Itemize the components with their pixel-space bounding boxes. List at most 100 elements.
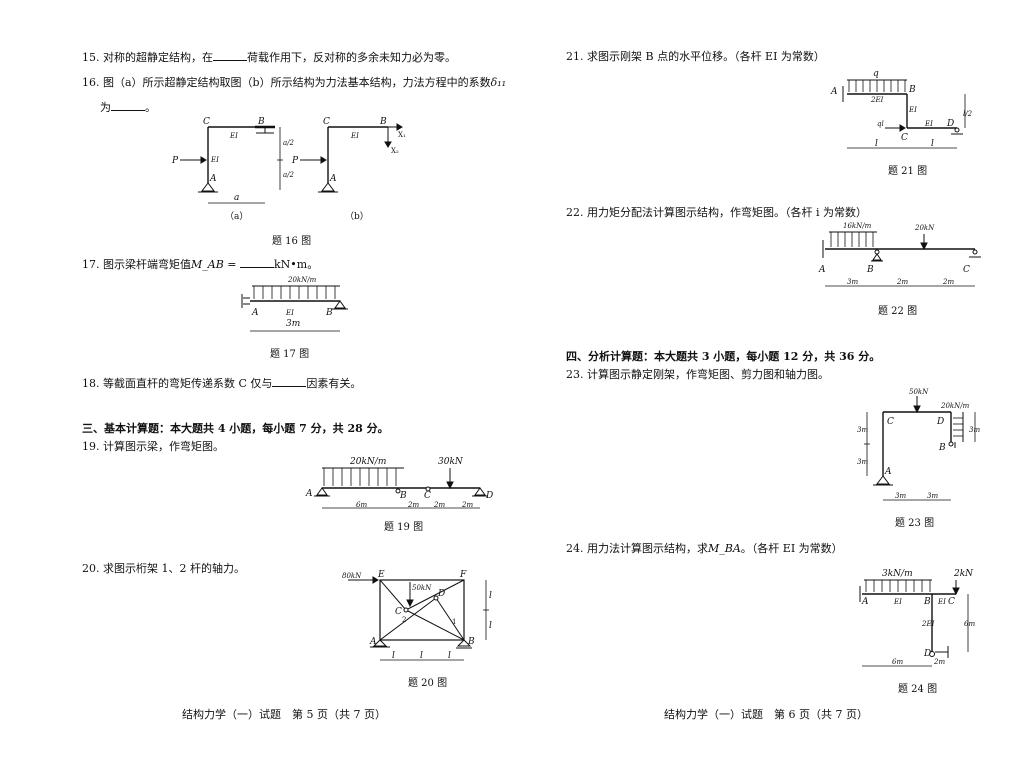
question-19: 19. 计算图示梁，作弯矩图。 — [82, 440, 224, 453]
label-b-b: B — [379, 117, 387, 127]
label-a-b: A — [329, 174, 337, 184]
label-x1: X₁ — [398, 131, 406, 139]
label-d: D — [936, 417, 944, 427]
label-a: A — [830, 87, 838, 97]
dim-l-1: l — [875, 139, 878, 149]
label-b: B — [866, 265, 874, 275]
load-ql: ql — [877, 120, 884, 128]
blank-17 — [240, 257, 275, 268]
label-c: C — [887, 417, 894, 427]
label-2ei: 2EI — [870, 96, 884, 104]
blank-15 — [213, 50, 247, 61]
label-ei-bc: EI — [937, 598, 946, 606]
dim-l-v2: l — [489, 621, 492, 631]
label-a2-bot: a/2 — [283, 171, 295, 179]
label-ei-ab: EI — [893, 598, 902, 606]
label-c: C — [963, 265, 970, 275]
dim-l-h1: l — [392, 651, 395, 661]
dim-h: 6m — [964, 620, 975, 628]
label-2ei: 2EI — [921, 620, 935, 628]
dim-w2: 3m — [927, 492, 938, 500]
caption-fig-24: 题 24 图 — [898, 684, 938, 695]
dim-w2: 2m — [933, 658, 945, 666]
label-b: B — [467, 637, 475, 647]
label-b: B — [923, 597, 931, 607]
figure-19: 20kN/m 30kN A B C D 6m 2m 2m 2m — [305, 457, 493, 509]
section-4-heading: 四、分析计算题：本大题共 3 小题，每小题 12 分，共 36 分。 — [566, 350, 881, 363]
label-c: C — [901, 133, 908, 143]
footer-left: 结构力学（一）试题 第 5 页（共 7 页） — [182, 708, 386, 721]
dim-l2: l/2 — [963, 110, 973, 118]
label-x2: X₂ — [391, 147, 399, 155]
label-c-b: C — [323, 117, 330, 127]
label-ei-beam: EI — [229, 132, 238, 140]
question-22: 22. 用力矩分配法计算图示结构，作弯矩图。（各杆 i 为常数） — [566, 206, 867, 219]
label-b: B — [257, 117, 265, 127]
label-e: E — [377, 570, 385, 580]
question-20: 20. 求图示桁架 1、2 杆的轴力。 — [82, 562, 245, 575]
dim-h2: 3m — [857, 458, 868, 466]
figure-21: q A 2EI EI B ql C EI D l/2 l l — [830, 69, 973, 149]
dim-3: 2m — [942, 278, 954, 286]
label-a: A — [209, 174, 217, 184]
member-1: 1 — [452, 618, 456, 626]
caption-fig-22: 题 22 图 — [878, 306, 918, 317]
load-label: 20kN/m — [287, 276, 317, 284]
dim-l-2: l — [931, 139, 934, 149]
label-a: A — [861, 597, 869, 607]
dim-h1: 3m — [857, 426, 868, 434]
load-50: 50kN — [412, 584, 432, 592]
caption-fig-17: 题 17 图 — [270, 349, 310, 360]
label-a2-top: a/2 — [283, 139, 295, 147]
label-a-dim: a — [234, 193, 239, 203]
label-a: A — [251, 308, 259, 318]
label-a: A — [884, 467, 892, 477]
blank-18 — [272, 376, 307, 387]
footer-right: 结构力学（一）试题 第 6 页（共 7 页） — [664, 708, 868, 721]
point-load-label: 2kN — [953, 569, 974, 579]
label-a: A — [818, 265, 826, 275]
label-c: C — [948, 597, 955, 607]
question-23: 23. 计算图示静定刚架，作弯矩图、剪力图和轴力图。 — [566, 368, 829, 381]
load-label: 20kN/m — [940, 402, 970, 410]
label-a: A — [305, 489, 313, 499]
point-load-label: 50kN — [909, 388, 929, 396]
span-label: 3m — [286, 319, 300, 329]
figure-24: 3kN/m 2kN A EI B EI C 2EI D 6m 6m 2m — [859, 569, 975, 667]
figure-20: 80kN 50kN E F C D A B 1 2 l l l l l — [342, 570, 492, 661]
label-ei-col: EI — [210, 156, 219, 164]
dim-w: 6m — [892, 658, 903, 666]
load-80: 80kN — [342, 572, 362, 580]
figure-23: 50kN 20kN/m C D A B 3m 3m 3m 3m 3m — [857, 388, 980, 501]
dim-2: 2m — [896, 278, 908, 286]
figure-16: C B A P EI EI a/2 a/2 a （a） C B A P EI X… — [171, 117, 406, 222]
label-d: D — [946, 119, 954, 129]
caption-a: （a） — [225, 211, 248, 222]
question-16-line2: 为。 — [100, 100, 156, 114]
figure-22: 16kN/m 20kN A B C 3m 2m 2m — [818, 222, 981, 287]
question-18: 18. 等截面直杆的弯矩传递系数 C 仅与因素有关。 — [82, 376, 362, 390]
caption-fig-20: 题 20 图 — [408, 678, 448, 689]
caption-fig-23: 题 23 图 — [895, 518, 935, 529]
section-3-heading: 三、基本计算题：本大题共 4 小题，每小题 7 分，共 28 分。 — [82, 422, 389, 435]
member-2: 2 — [402, 616, 406, 624]
label-d: D — [437, 589, 445, 599]
label-p: P — [171, 156, 179, 166]
load-q: q — [873, 69, 879, 79]
dim-1: 6m — [356, 501, 367, 509]
label-a: A — [369, 637, 377, 647]
point-load-label: 20kN — [914, 224, 935, 232]
dim-l-h3: l — [448, 651, 451, 661]
question-24: 24. 用力法计算图示结构，求M_BA。（各杆 EI 为常数） — [566, 542, 843, 555]
point-load-label: 30kN — [438, 457, 464, 467]
label-b: B — [938, 443, 946, 453]
label-b: B — [908, 85, 916, 95]
caption-fig-21: 题 21 图 — [888, 166, 928, 177]
load-label: 3kN/m — [882, 569, 913, 579]
dim-1: 3m — [847, 278, 858, 286]
label-c: C — [203, 117, 210, 127]
label-b: B — [325, 308, 333, 318]
figure-17: 20kN/m A EI B 3m — [241, 276, 348, 332]
blank-16 — [111, 100, 145, 111]
label-c: C — [424, 491, 431, 501]
